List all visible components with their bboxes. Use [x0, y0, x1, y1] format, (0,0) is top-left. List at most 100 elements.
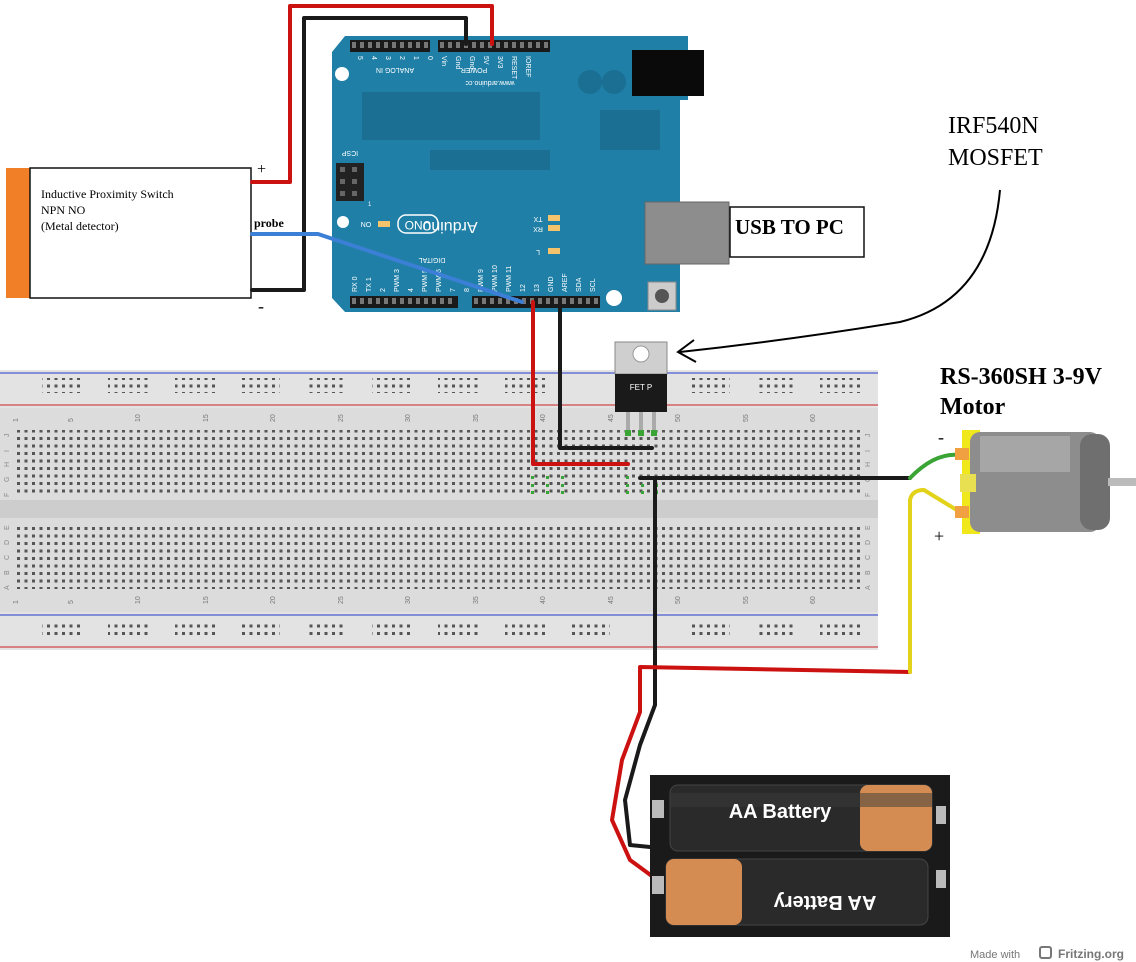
bb-col-number: 25	[338, 414, 345, 422]
bottom-pin-label: 8	[464, 288, 471, 292]
header-pin	[392, 298, 396, 304]
battery-top-label: AA Battery	[729, 801, 832, 823]
power-jack	[632, 50, 704, 96]
led-tx-label: TX	[533, 215, 542, 222]
bottom-pin-label: SCL	[590, 278, 597, 292]
wire-sensor-minus	[250, 16, 468, 292]
header-pin	[570, 298, 574, 304]
motor-label-1: RS-360SH 3-9V	[940, 364, 1103, 390]
bb-col-number: 40	[540, 414, 547, 422]
top-pin-label: 0	[426, 56, 433, 60]
header-pin	[562, 298, 566, 304]
bottom-pin-label: PWM 11	[506, 266, 513, 292]
bb-col-number: 30	[405, 414, 412, 422]
battery-bottom-label: AA Battery	[773, 891, 876, 913]
top-pin-label: 3	[384, 56, 391, 60]
bb-row-letter: B	[4, 570, 11, 575]
motor	[955, 430, 1136, 534]
header-pin	[504, 42, 508, 48]
top-pin-label: IOREF	[524, 56, 531, 77]
mosfet-arrowhead	[676, 339, 697, 363]
motor-minus: -	[938, 427, 944, 447]
top-pin-label: Gnd	[454, 56, 461, 69]
top-pin-label: 2	[398, 56, 405, 60]
bottom-pin-label: RX 0	[352, 276, 359, 292]
header-pin	[538, 298, 542, 304]
bb-col-number: 20	[270, 596, 277, 604]
bb-row-letter: E	[4, 525, 11, 530]
wire-motor-minus-green	[908, 452, 962, 480]
bottom-pin-label: GND	[548, 276, 555, 292]
header-pin	[498, 298, 502, 304]
header-pin	[448, 42, 452, 48]
bb-col-number: 5	[68, 418, 75, 422]
led-rx-label: RX	[533, 225, 543, 232]
mosfet-package-text: FET P	[630, 383, 653, 392]
header-pin	[506, 298, 510, 304]
header-pin	[440, 298, 444, 304]
bottom-pin-label: TX 1	[366, 277, 373, 292]
header-pin	[496, 42, 500, 48]
digital-label: DIGITAL	[419, 256, 446, 263]
bb-col-number: 15	[203, 596, 210, 604]
header-pin	[490, 298, 494, 304]
header-pin	[578, 298, 582, 304]
footer-made-with: Made with	[970, 949, 1020, 961]
bb-row-letter: H	[4, 462, 11, 467]
wire-motor-plus-yellow	[908, 488, 962, 674]
header-pin	[424, 42, 428, 48]
icsp-label: ICSP	[342, 149, 359, 156]
top-pin-label: 1	[412, 56, 419, 60]
bb-row-letter: J	[865, 434, 872, 438]
footer-brand: Fritzing.org	[1058, 947, 1124, 961]
header-pin	[384, 298, 388, 304]
bb-row-letter: C	[4, 555, 11, 560]
bb-col-number: 35	[473, 414, 480, 422]
header-pin	[480, 42, 484, 48]
wire-battery-plus	[610, 665, 912, 884]
bb-col-number: 45	[608, 414, 615, 422]
bb-col-number: 25	[338, 596, 345, 604]
bb-row-letter: A	[865, 585, 872, 590]
bb-row-letter: F	[4, 493, 11, 497]
top-pin-label: Vin	[440, 56, 447, 66]
bb-col-number: 10	[135, 596, 142, 604]
header-pin	[368, 42, 372, 48]
header-pin	[554, 298, 558, 304]
bb-col-number: 1	[13, 600, 20, 604]
wires	[250, 4, 962, 884]
top-power-rail-holes	[42, 378, 860, 393]
bb-col-number: 55	[743, 414, 750, 422]
header-pin	[360, 298, 364, 304]
bb-col-number: 55	[743, 596, 750, 604]
bb-col-number: 30	[405, 596, 412, 604]
sensor-line2: NPN NO	[41, 203, 86, 217]
header-pin	[408, 42, 412, 48]
top-pin-label: 4	[370, 56, 377, 60]
bottom-pin-label: 4	[408, 288, 415, 292]
led-l-label: L	[536, 248, 540, 255]
icsp-num: 1	[368, 202, 372, 208]
sensor-probe: probe	[254, 216, 284, 230]
mosfet-label-2: MOSFET	[948, 145, 1043, 171]
header-pin	[536, 42, 540, 48]
header-pin	[482, 298, 486, 304]
header-pin	[520, 42, 524, 48]
header-pin	[440, 42, 444, 48]
bb-col-number: 35	[473, 596, 480, 604]
bottom-pin-label: 13	[534, 284, 541, 292]
bb-row-letter: F	[865, 493, 872, 497]
motor-label-2: Motor	[940, 394, 1006, 420]
wire-pin-to-gate	[531, 300, 630, 466]
sensor-title: Inductive Proximity Switch	[41, 187, 174, 201]
header-pin	[352, 298, 356, 304]
bb-row-letter: D	[4, 540, 11, 545]
bb-col-number: 5	[68, 600, 75, 604]
proximity-sensor: Inductive Proximity Switch NPN NO (Metal…	[6, 161, 284, 316]
mosfet: FET P	[614, 341, 668, 436]
bottom-pin-label: PWM 3	[394, 269, 401, 292]
terminal-holes-bottom	[16, 523, 864, 589]
top-pin-label: Gnd	[468, 56, 475, 69]
